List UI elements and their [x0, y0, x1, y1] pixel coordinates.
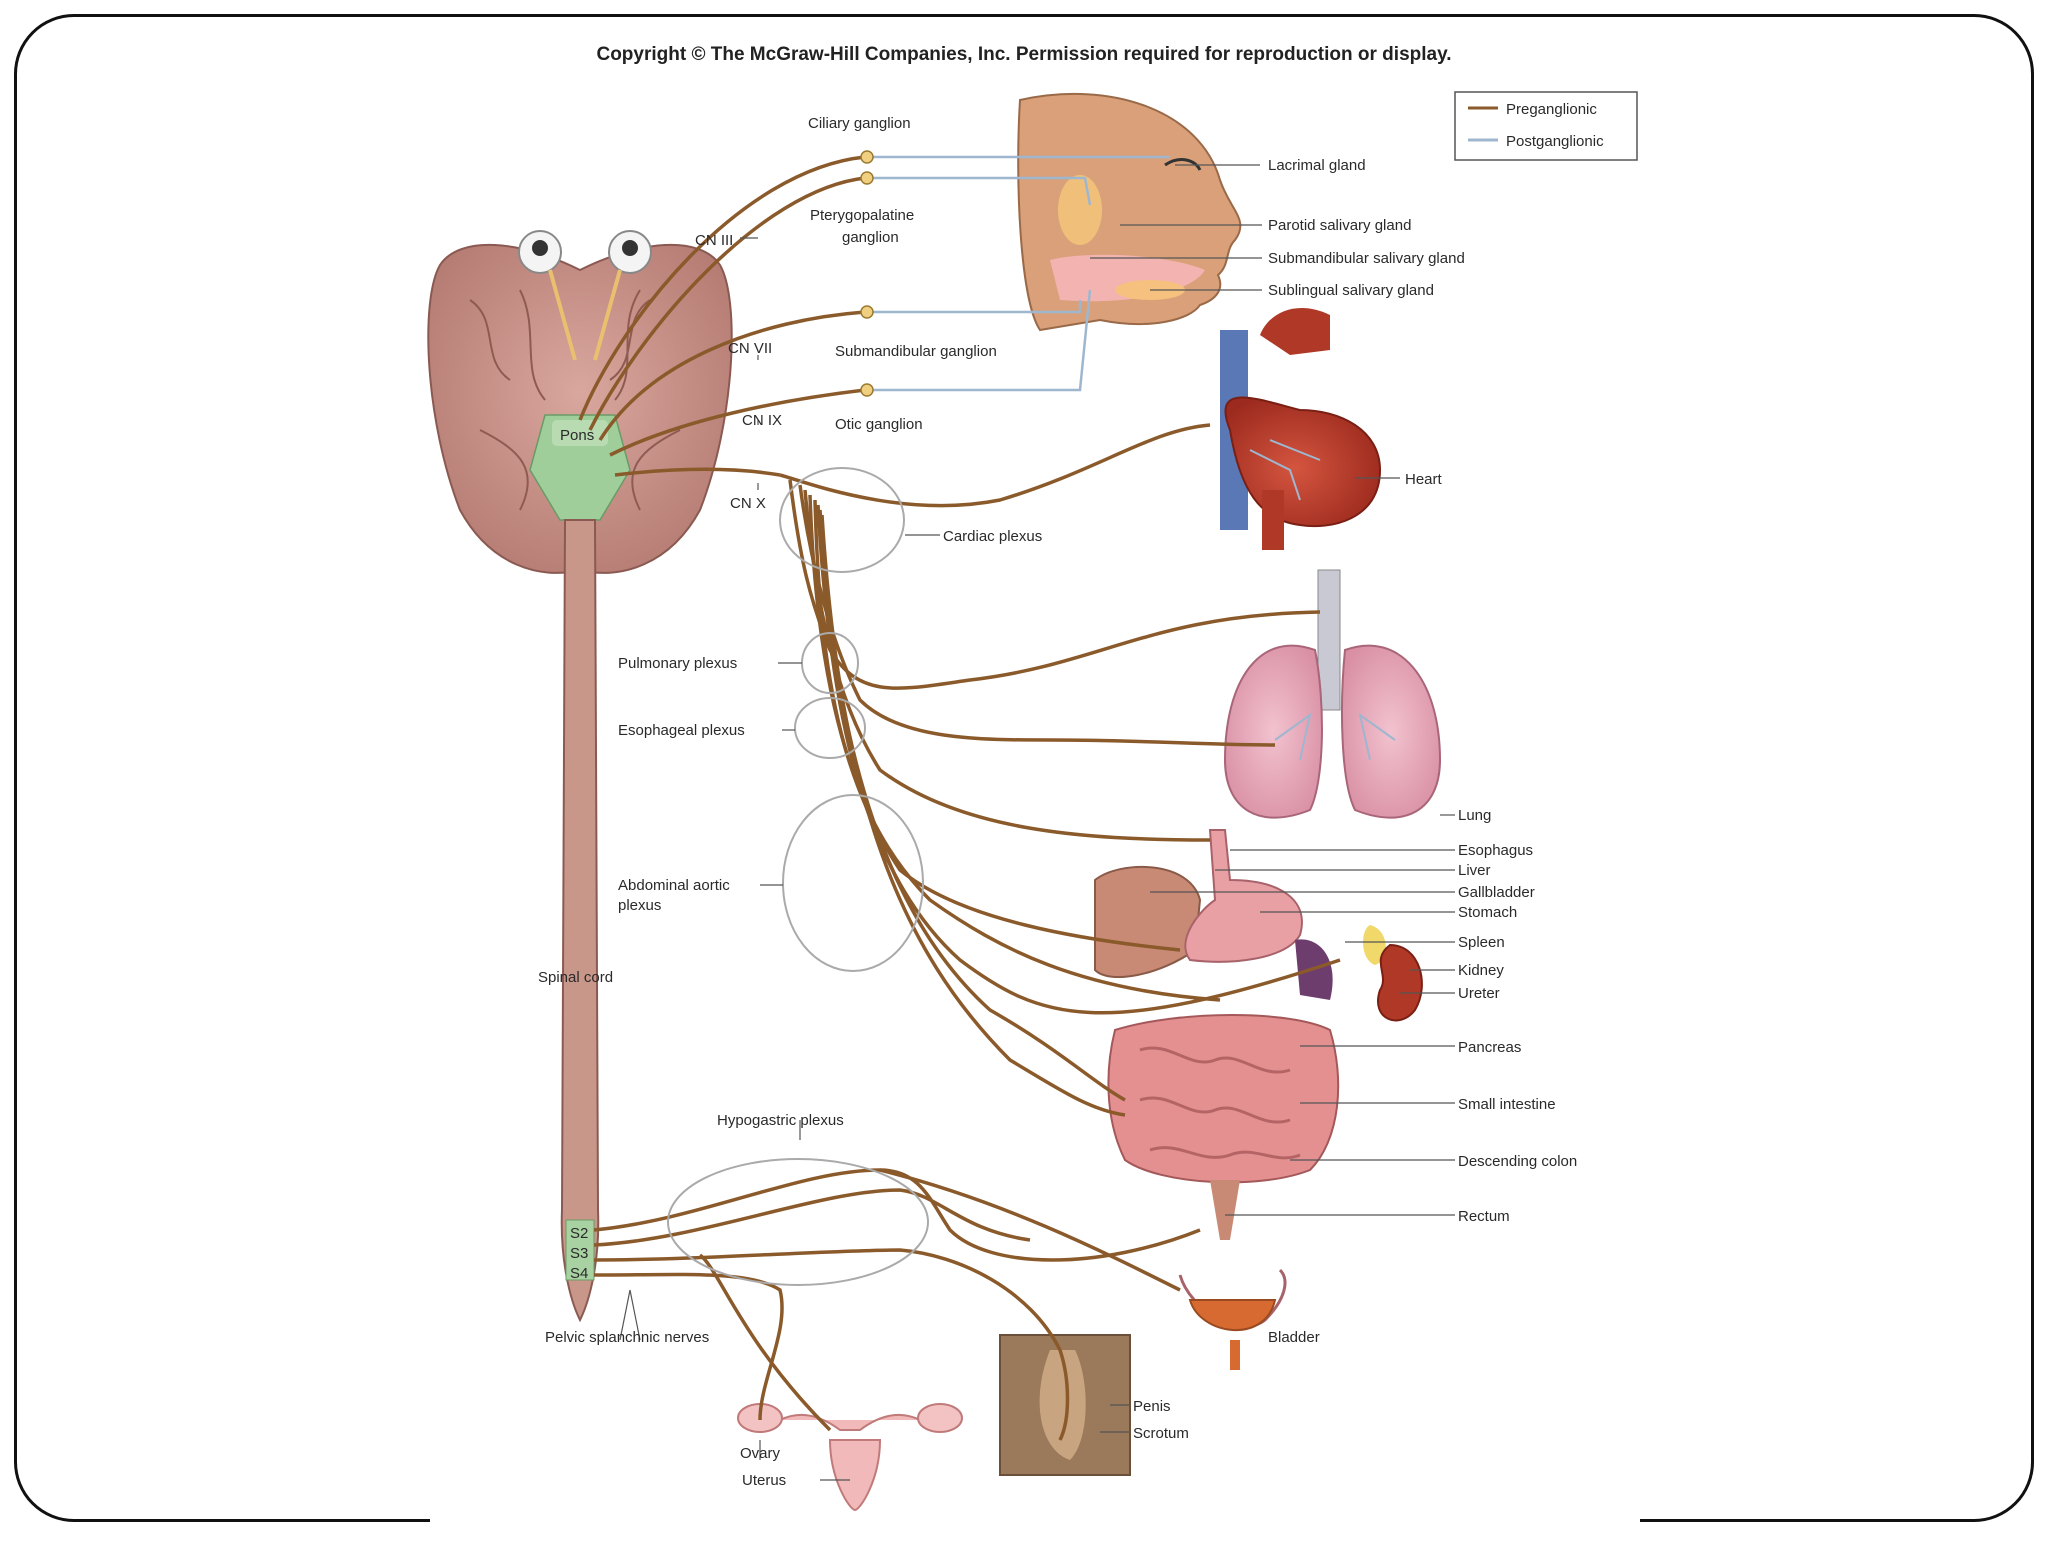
heart-illustration: [1220, 307, 1382, 550]
submandibular-ganglion-label: Submandibular ganglion: [835, 343, 997, 360]
kidney-label: Kidney: [1458, 962, 1504, 979]
cn9-label: CN IX: [742, 412, 782, 429]
s3-label: S3: [570, 1245, 588, 1262]
sublingual-gland-label: Sublingual salivary gland: [1268, 282, 1434, 299]
ureter-label: Ureter: [1458, 985, 1500, 1002]
pelvic-splanchnic-label: Pelvic splanchnic nerves: [545, 1329, 709, 1346]
copyright-notice: Copyright © The McGraw-Hill Companies, I…: [596, 44, 1452, 65]
legend: Preganglionic Postganglionic: [1454, 91, 1638, 161]
pancreas-label: Pancreas: [1458, 1039, 1521, 1056]
pulmonary-plexus-label: Pulmonary plexus: [618, 655, 737, 672]
otic-ganglion-icon: [860, 383, 874, 397]
leader-lines: [619, 164, 1455, 1481]
heart-label: Heart: [1405, 471, 1443, 488]
scrotum-label: Scrotum: [1133, 1425, 1189, 1442]
labels: Ciliary ganglion Pterygopalatine ganglio…: [538, 115, 1577, 1489]
intestine-shape: [1107, 1014, 1340, 1184]
cn7-label: CN VII: [728, 340, 772, 357]
gallbladder-label: Gallbladder: [1458, 884, 1535, 901]
male-genitalia-illustration: [999, 1334, 1131, 1476]
penis-label: Penis: [1133, 1398, 1171, 1415]
bladder-label: Bladder: [1268, 1329, 1320, 1346]
hypogastric-plexus-label: Hypogastric plexus: [717, 1112, 844, 1129]
pterygopalatine-label-2: ganglion: [842, 229, 899, 246]
cn3-label: CN III: [695, 232, 733, 249]
abdominal-plexus-outline: [782, 794, 924, 972]
ciliary-ganglion-label: Ciliary ganglion: [808, 115, 911, 132]
ganglia: [860, 150, 874, 397]
lungs-illustration: [1223, 569, 1442, 819]
lacrimal-gland-label: Lacrimal gland: [1268, 157, 1366, 174]
rectum-label: Rectum: [1458, 1208, 1510, 1225]
liver-shape: [1094, 865, 1202, 978]
uterus-label: Uterus: [742, 1472, 786, 1489]
postganglionic-fibers: [868, 155, 1170, 392]
face-illustration: [1017, 93, 1242, 332]
descending-colon-label: Descending colon: [1458, 1153, 1577, 1170]
abdominal-organs: [1094, 829, 1423, 1240]
esophageal-plexus-outline: [794, 697, 866, 759]
cardiac-plexus-label: Cardiac plexus: [943, 528, 1042, 545]
cardiac-plexus-outline: [779, 467, 905, 573]
stomach-shape: [1184, 829, 1303, 963]
liver-label: Liver: [1458, 862, 1491, 879]
cn10-label: CN X: [730, 495, 766, 512]
legend-preganglionic: Preganglionic: [1506, 101, 1597, 118]
submandibular-ganglion-icon: [860, 305, 874, 319]
spleen-label: Spleen: [1458, 934, 1505, 951]
hypogastric-plexus-outline: [667, 1158, 929, 1286]
preganglionic-nerves: [578, 155, 1341, 1441]
lung-label: Lung: [1458, 807, 1491, 824]
spinal-cord-label: Spinal cord: [538, 969, 613, 986]
parotid-gland-label: Parotid salivary gland: [1268, 217, 1411, 234]
submandibular-gland-label: Submandibular salivary gland: [1268, 250, 1465, 267]
abdominal-plexus-label-2: plexus: [618, 897, 661, 914]
legend-postganglionic: Postganglionic: [1506, 133, 1604, 150]
ovary-label: Ovary: [740, 1445, 781, 1462]
s4-label: S4: [570, 1265, 588, 1282]
pterygopalatine-label-1: Pterygopalatine: [810, 207, 914, 224]
otic-ganglion-label: Otic ganglion: [835, 416, 923, 433]
stomach-label: Stomach: [1458, 904, 1517, 921]
bladder-illustration: [1178, 1268, 1287, 1370]
small-intestine-label: Small intestine: [1458, 1096, 1556, 1113]
esophageal-plexus-label: Esophageal plexus: [618, 722, 745, 739]
kidney-shape: [1377, 943, 1423, 1022]
spinal-cord: [560, 519, 600, 1323]
s2-label: S2: [570, 1225, 588, 1242]
ciliary-ganglion-icon: [860, 150, 874, 164]
pons-label: Pons: [560, 427, 594, 444]
abdominal-plexus-label-1: Abdominal aortic: [618, 877, 730, 894]
adrenal-shape: [1363, 925, 1386, 965]
pterygopalatine-ganglion-icon: [860, 171, 874, 185]
esophagus-label: Esophagus: [1458, 842, 1533, 859]
